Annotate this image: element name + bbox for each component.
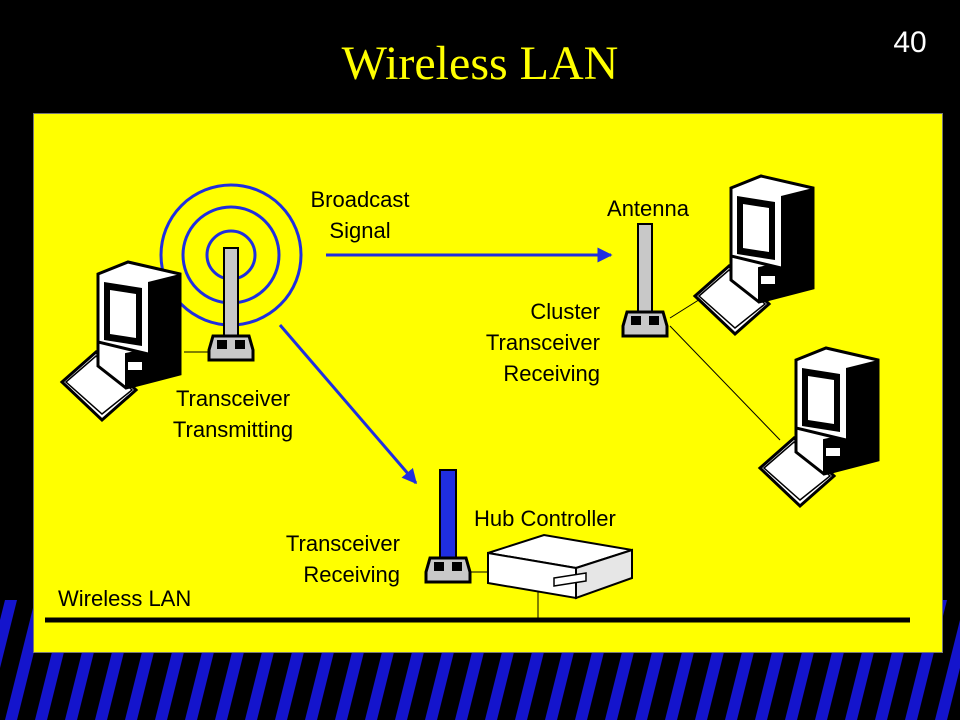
signal-arrow-to-hub <box>278 324 418 485</box>
transceiver-receiving-icon <box>424 468 472 584</box>
computer-right-top-icon <box>693 174 815 336</box>
label-hub-controller: Hub Controller <box>474 506 616 531</box>
label-cluster-transceiver-receiving: Cluster Transceiver Receiving <box>485 299 600 386</box>
hub-controller-icon <box>487 533 633 600</box>
label-antenna: Antenna <box>607 196 689 221</box>
slide-title: Wireless LAN <box>341 37 619 90</box>
slide-number: 40 <box>893 26 927 59</box>
computer-right-bottom-icon <box>758 346 880 508</box>
transceiver-transmitting-icon <box>207 246 255 362</box>
label-broadcast-signal: Broadcast Signal <box>310 187 410 243</box>
label-wireless-lan: Wireless LAN <box>58 586 192 611</box>
label-transceiver-receiving: Transceiver Receiving <box>285 531 400 587</box>
cluster-transceiver-icon <box>621 222 669 338</box>
wire-cluster-bottom <box>669 325 781 441</box>
label-transceiver-transmitting: Transceiver Transmitting <box>172 386 294 442</box>
